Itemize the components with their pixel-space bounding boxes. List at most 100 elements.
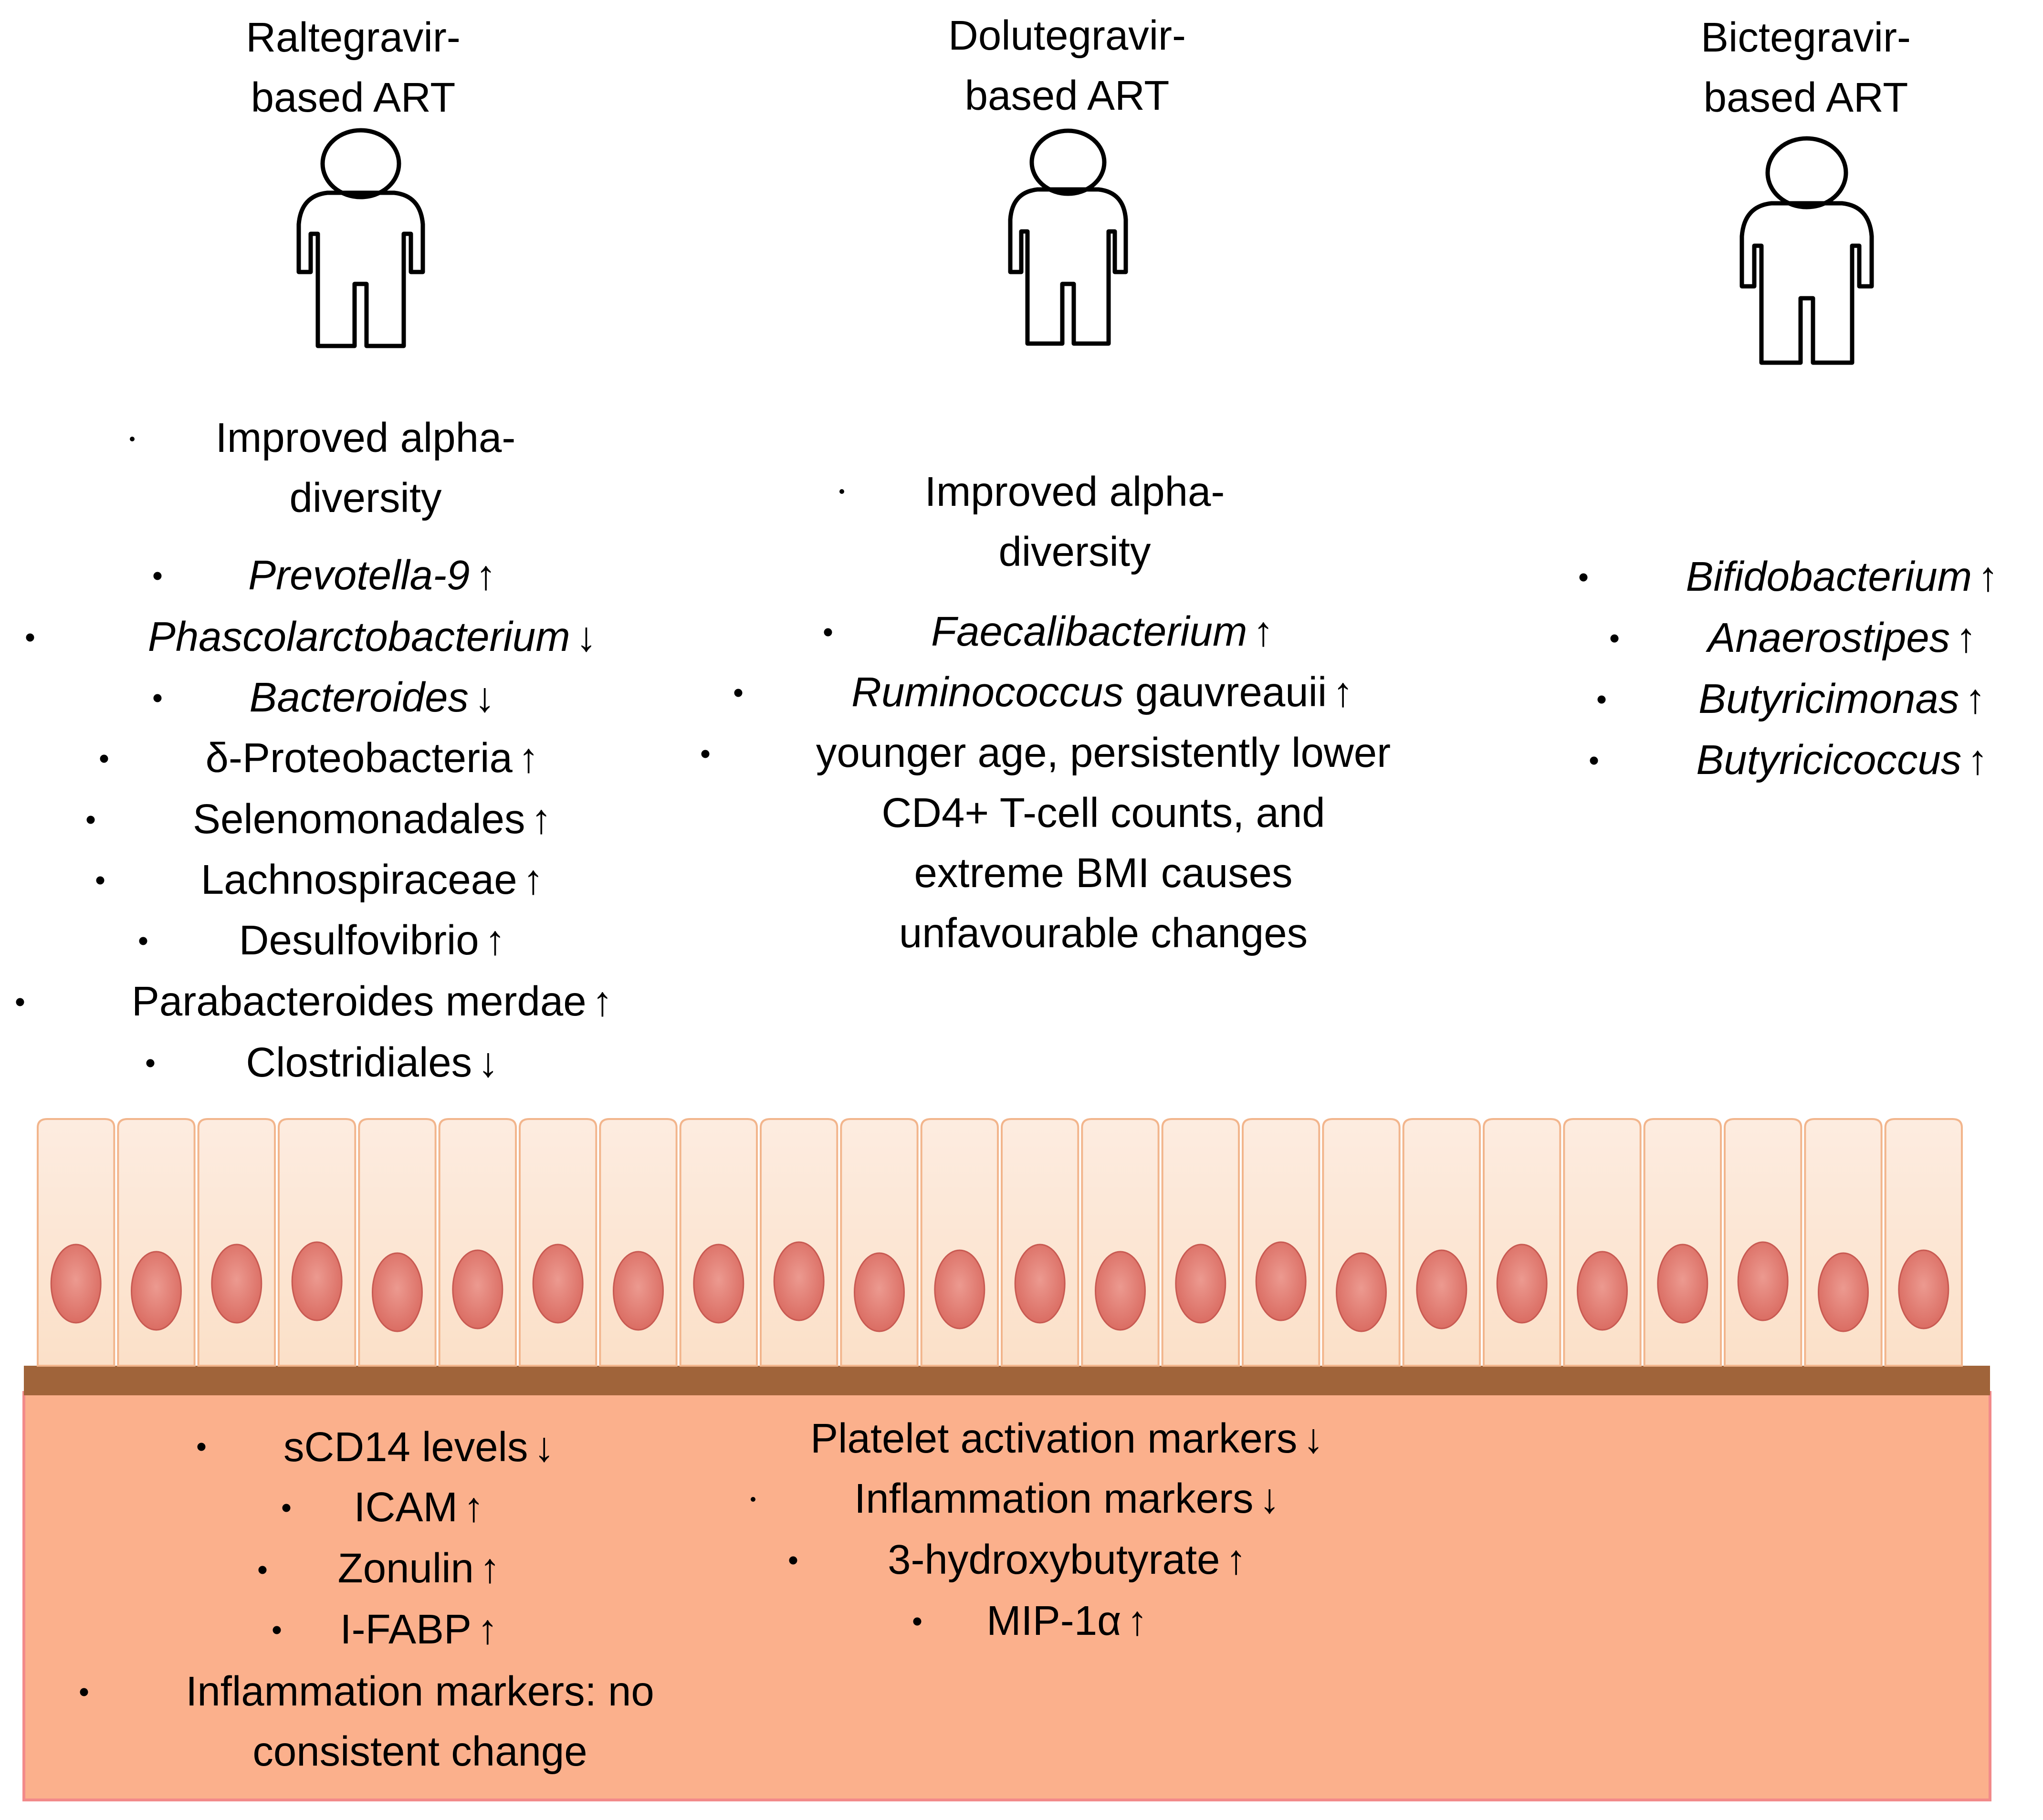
epithelial-cell xyxy=(1643,1118,1722,1367)
cell-nucleus xyxy=(1657,1244,1708,1324)
rt-alpha-line1: Improved alpha- xyxy=(215,415,516,461)
header-dolutegravir: Dolutegravir-based ART xyxy=(948,12,1186,119)
rt-marker-4-line2: consistent change xyxy=(252,1728,587,1775)
rt-item-9: Clostridiales↓ xyxy=(246,1039,499,1086)
epithelial-cell xyxy=(1161,1118,1240,1367)
cell-nucleus xyxy=(1336,1252,1387,1332)
cell-nucleus xyxy=(131,1251,182,1331)
rt-item-4: δ-Proteobacteria↑ xyxy=(205,735,539,781)
bullet xyxy=(1610,634,1619,643)
cell-nucleus xyxy=(854,1252,905,1332)
cell-nucleus xyxy=(1737,1241,1789,1321)
bt-item-3: Butyricicoccus↑ xyxy=(1696,737,1988,783)
bullet xyxy=(16,998,24,1006)
bullet xyxy=(272,1626,281,1634)
epithelial-layer xyxy=(37,1118,1963,1367)
rt-item-6: Lachnospiraceae↑ xyxy=(200,857,544,903)
bullet xyxy=(100,754,108,763)
cell-nucleus xyxy=(1898,1249,1949,1329)
cell-nucleus xyxy=(1095,1251,1146,1331)
bullet xyxy=(751,1497,755,1502)
cell-nucleus xyxy=(1014,1244,1066,1324)
person-icon-raltegravir xyxy=(296,128,425,348)
dt-alpha-line1: Improved alpha- xyxy=(924,469,1225,515)
cell-nucleus xyxy=(1818,1252,1869,1332)
dt-marker-0: Platelet activation markers↓ xyxy=(810,1415,1324,1462)
bullet xyxy=(130,437,135,441)
dt-note-line2: CD4+ T-cell counts, and xyxy=(881,790,1325,836)
dt-note-line4: unfavourable changes xyxy=(899,910,1308,956)
bullet xyxy=(96,876,105,885)
rt-item-8: Parabacteroides merdae↑ xyxy=(131,978,613,1025)
bt-item-1: Anaerostipes↑ xyxy=(1708,615,1977,661)
rt-item-5: Selenomonadales↑ xyxy=(192,796,552,842)
rt-marker-1: ICAM↑ xyxy=(354,1484,484,1530)
rt-item-1: Prevotella-9↑ xyxy=(248,552,496,598)
cell-nucleus xyxy=(372,1252,423,1332)
bullet xyxy=(86,816,95,824)
cell-nucleus xyxy=(1577,1251,1628,1331)
person-icon-bictegravir xyxy=(1739,136,1874,365)
dt-alpha-line2: diversity xyxy=(998,529,1151,575)
dt-marker-3: MIP-1α↑ xyxy=(986,1598,1148,1644)
rt-item-2: Phascolarctobacterium↓ xyxy=(147,614,597,660)
cell-nucleus xyxy=(50,1244,102,1324)
dt-marker-2: 3-hydroxybutyrate↑ xyxy=(888,1537,1247,1583)
rt-marker-2: Zonulin↑ xyxy=(337,1545,501,1591)
bullet xyxy=(153,694,162,702)
cell-nucleus xyxy=(532,1244,584,1324)
basement-membrane xyxy=(24,1366,1990,1395)
dt-item-1: Faecalibacterium↑ xyxy=(931,608,1274,655)
cell-nucleus xyxy=(1496,1244,1548,1324)
cell-nucleus xyxy=(291,1241,343,1321)
dt-note-line3: extreme BMI causes xyxy=(914,850,1293,896)
dt-marker-1: Inflammation markers↓ xyxy=(854,1475,1280,1522)
bullet xyxy=(258,1566,267,1574)
person-icon-dolutegravir xyxy=(1008,128,1128,346)
bullet xyxy=(282,1504,291,1512)
bullet xyxy=(734,689,743,697)
cell-nucleus xyxy=(452,1249,503,1329)
rt-marker-3: I-FABP↑ xyxy=(340,1606,498,1653)
rt-item-3: Bacteroides↓ xyxy=(249,674,495,721)
bullet xyxy=(153,572,162,580)
bullet xyxy=(197,1443,206,1451)
cell-nucleus xyxy=(693,1244,744,1324)
bullet xyxy=(139,937,147,945)
bullet xyxy=(26,633,34,642)
cell-nucleus xyxy=(1416,1249,1467,1329)
epithelial-cell xyxy=(1483,1118,1561,1367)
bullet xyxy=(789,1556,797,1565)
cell-nucleus xyxy=(613,1251,664,1331)
rt-marker-4-line1: Inflammation markers: no xyxy=(186,1668,654,1715)
bullet xyxy=(146,1059,155,1067)
rt-marker-0: sCD14 levels↓ xyxy=(283,1424,555,1470)
header-raltegravir: Raltegravir-based ART xyxy=(246,14,461,121)
dt-item-2: Ruminococcus gauvreauii↑ xyxy=(851,669,1353,715)
bullet xyxy=(913,1617,922,1626)
dt-note-line1: younger age, persistently lower xyxy=(816,730,1391,776)
rt-item-7: Desulfovibrio↑ xyxy=(239,917,506,963)
bullet xyxy=(80,1688,88,1696)
bullet xyxy=(1579,573,1588,582)
epithelial-cell xyxy=(679,1118,758,1367)
epithelial-cell xyxy=(1001,1118,1079,1367)
epithelial-cell xyxy=(197,1118,276,1367)
bullet xyxy=(1597,695,1606,704)
bullet xyxy=(824,628,832,637)
cell-nucleus xyxy=(1255,1241,1307,1321)
lamina-propria xyxy=(22,1391,1991,1801)
cell-nucleus xyxy=(773,1241,825,1321)
header-bictegravir: Bictegravir-based ART xyxy=(1701,14,1911,121)
bt-item-2: Butyricimonas↑ xyxy=(1698,676,1986,722)
bt-item-0: Bifidobacterium↑ xyxy=(1686,554,1999,600)
cell-nucleus xyxy=(211,1244,262,1324)
bullet xyxy=(839,489,844,494)
cell-nucleus xyxy=(934,1249,985,1329)
epithelial-cell xyxy=(519,1118,597,1367)
epithelial-cell xyxy=(37,1118,115,1367)
bullet xyxy=(1590,756,1598,765)
bullet xyxy=(701,750,710,758)
